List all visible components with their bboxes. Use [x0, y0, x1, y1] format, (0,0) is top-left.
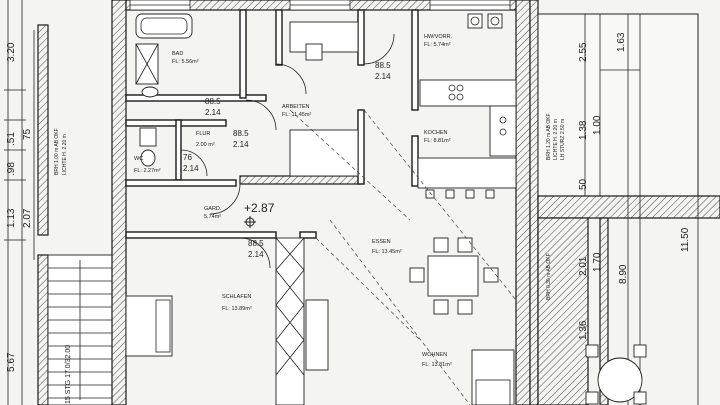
dim-right-3: 1.38: [578, 120, 589, 140]
office-furniture: [289, 21, 359, 177]
dim-right-1: 2.55: [578, 42, 589, 62]
shelf: [289, 129, 359, 177]
dim-left-7: 5.67: [6, 352, 17, 372]
room-bad-name: BAD: [172, 51, 183, 57]
door-label-5-top: 88.5: [248, 239, 264, 248]
room-kochen-name: KOCHEN: [424, 130, 448, 136]
door-label-4-bottom: 2.14: [183, 164, 199, 173]
door-label-2-top: 88.5: [375, 61, 391, 70]
left-window-wall: [37, 24, 49, 236]
level-value: +2.87: [244, 201, 275, 215]
staircase: 15 STG 17.0/32.00: [47, 254, 113, 405]
room-arbeiten-name: ARBEITEN: [282, 104, 310, 110]
office-chair: [305, 43, 323, 61]
level-marker: +2.87: [244, 201, 275, 228]
room-essen-name: ESSEN: [372, 239, 391, 245]
right-dimensions: 2.55 1.63 1.38 1.00 50 11.50 2.01 1.70 8…: [546, 32, 691, 340]
dim-left-2: 1.13: [6, 208, 17, 228]
room-wohnen-area: FL: 13.81m²: [422, 362, 452, 368]
dim-right-10: 1.36: [578, 320, 589, 340]
top-windows: [129, 0, 511, 11]
bathtub: [135, 13, 193, 39]
kitchen-furniture: [417, 105, 517, 199]
room-arbeiten-area: FL: 11.45m²: [282, 112, 311, 118]
wc-sink: [139, 127, 157, 147]
room-schlafen-area: FL: 13.89m²: [222, 306, 252, 312]
dresser: [305, 299, 329, 371]
right-balcony: [537, 13, 720, 405]
dim-right-5: 50: [578, 178, 589, 190]
door-label-1-bottom: 2.14: [205, 108, 221, 117]
window-note-right-3: LH STURZ 2.50 m: [560, 119, 566, 160]
room-gard-area: 5.74m²: [204, 214, 221, 220]
room-essen-area: FL: 13.45m²: [372, 249, 402, 255]
window-note-left-2: LICHTE H. 2.20 m: [62, 134, 68, 175]
dim-right-4: 1.00: [592, 115, 603, 135]
dim-right-2: 1.63: [616, 32, 627, 52]
room-hwvorr-area: FL: 5.74m²: [424, 42, 451, 48]
room-bad-area: FL: 5.56m²: [172, 59, 199, 65]
room-wc-area: FL: 2.27m²: [134, 168, 161, 174]
left-stair-wall: [37, 254, 49, 405]
bathroom-fixtures: [135, 13, 193, 167]
balcony-table: [597, 357, 643, 403]
dim-right-8: 1.70: [592, 252, 603, 272]
dining-table: [409, 237, 499, 315]
dim-left-1: 3.20: [6, 42, 17, 62]
door-labels: 88.5 2.14 88.5 2.14 88.5 2.14 76 2.14 88…: [183, 61, 391, 259]
kitchen-counter-top: [419, 79, 517, 107]
door-label-1-top: 88.5: [205, 97, 221, 106]
room-wohnen-name: WOHNEN: [422, 352, 447, 358]
window-note-right-4: BRH 0.30 m AB OKF: [546, 253, 552, 300]
wardrobe: [275, 237, 305, 405]
door-label-3-top: 88.5: [233, 129, 249, 138]
window-note-right-2: LICHTE H. 2.20 m: [553, 119, 559, 160]
door-label-4-top: 76: [183, 153, 192, 162]
dim-right-7: 2.01: [578, 256, 589, 276]
wc-toilet: [140, 149, 156, 167]
room-flur-area: 2.00 m²: [196, 142, 215, 148]
room-wc-name: WC: [134, 156, 143, 162]
interior-walls: [125, 9, 419, 239]
room-flur-name: FLUR: [196, 131, 210, 137]
room-gard-name: GARD.: [204, 206, 222, 212]
bedroom-furniture: [125, 237, 329, 405]
living-furniture: [471, 349, 515, 405]
window-note-right-1: BRH 1.20 m AB OKF: [546, 113, 552, 160]
toilet: [141, 86, 159, 98]
dim-right-9: 8.90: [618, 264, 629, 284]
window-note-left: BRH 1.00 m AB OKF: [54, 128, 60, 175]
door-label-3-bottom: 2.14: [233, 140, 249, 149]
sofa: [471, 349, 515, 405]
room-kochen-area: FL: 8.81m²: [424, 138, 451, 144]
door-label-2-bottom: 2.14: [375, 72, 391, 81]
room-hwvorr-name: HW/VORR.: [424, 34, 453, 40]
left-dimension-column: 3.20 1.13 2.07 .51 75 .98 5.67 BRH 1.00 …: [4, 0, 68, 405]
dim-right-6: 11.50: [680, 227, 691, 252]
room-diagonals: [289, 109, 517, 405]
room-schlafen-name: SCHLAFEN: [222, 294, 251, 300]
dim-left-4: .51: [6, 132, 17, 146]
room-labels: BAD FL: 5.56m² ARBEITEN FL: 11.45m² HW/V…: [134, 34, 453, 368]
dim-left-3: 2.07: [22, 208, 33, 228]
door-label-5-bottom: 2.14: [248, 250, 264, 259]
utility-fixtures: [419, 13, 517, 107]
kitchen-counter-right: [489, 105, 517, 157]
stair-note: 15 STG 17.0/32.00: [65, 345, 72, 404]
kitchen-island: [417, 157, 517, 189]
bed: [125, 295, 173, 357]
door-swings: [180, 33, 395, 269]
desk: [289, 21, 359, 53]
dim-left-6: .98: [6, 162, 17, 176]
dim-left-5: 75: [22, 128, 33, 140]
